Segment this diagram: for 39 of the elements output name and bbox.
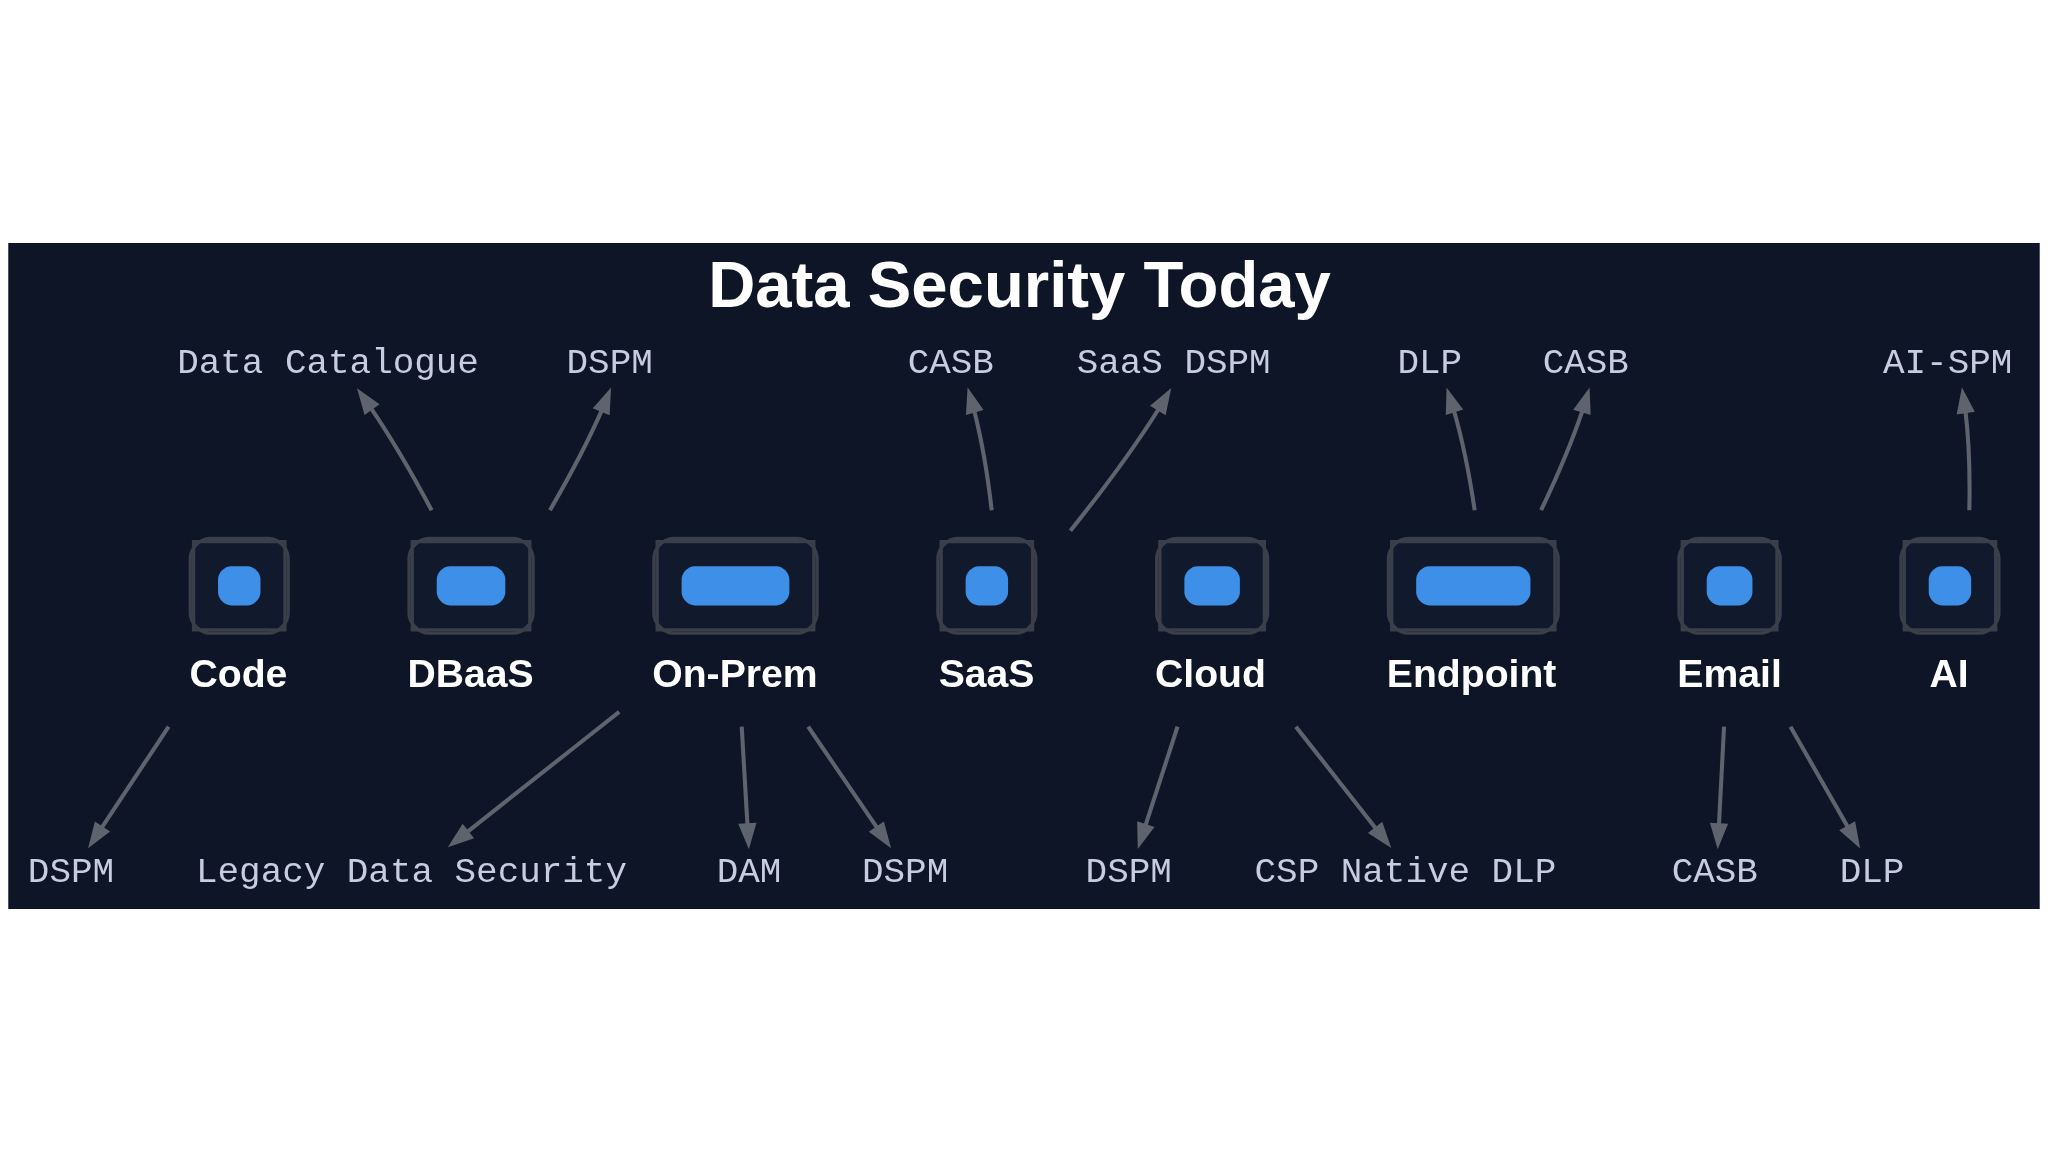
node-label: DBaaS [407,652,534,696]
node-text: DSPM [1085,852,1172,894]
arrow [738,726,757,850]
arrow [965,387,994,511]
arrow [1068,388,1172,532]
node-text: Data Catalogue [177,342,479,384]
arrow [1137,726,1180,850]
node-text: DLP [1397,342,1463,384]
diagram-title: Data Security Today [708,247,1331,321]
node-text: DAM [716,852,782,894]
node-label: Code [189,652,288,696]
arrow [806,725,892,849]
arrow [1294,725,1392,849]
arrow [1709,726,1729,850]
arrow [1956,387,1975,511]
arrow [356,388,434,512]
node-text: DSPM [566,342,653,384]
node-text: DSPM [27,852,115,894]
node-text: CASB [1671,852,1758,894]
node-text: CASB [1542,342,1629,384]
arrow [1539,387,1591,512]
node-text: SaaS DSPM [1076,342,1271,384]
node-text: CSP Native DLP [1254,852,1557,894]
node-text: DLP [1839,852,1905,894]
node-text: CASB [907,342,994,384]
node-text: Legacy Data Security [195,852,627,894]
arrow [548,387,612,512]
node-label: On-Prem [652,652,818,696]
arrow [88,725,171,849]
arrow [1788,725,1861,849]
node-text: DSPM [861,852,949,894]
arrow [1445,387,1477,511]
node-label: AI [1929,652,1969,696]
arrow [447,710,621,848]
node-label: Email [1677,652,1782,696]
node-label: SaaS [938,652,1035,696]
node-label: Cloud [1155,652,1266,696]
node-label: Endpoint [1386,652,1557,696]
node-text: AI-SPM [1883,342,2013,384]
